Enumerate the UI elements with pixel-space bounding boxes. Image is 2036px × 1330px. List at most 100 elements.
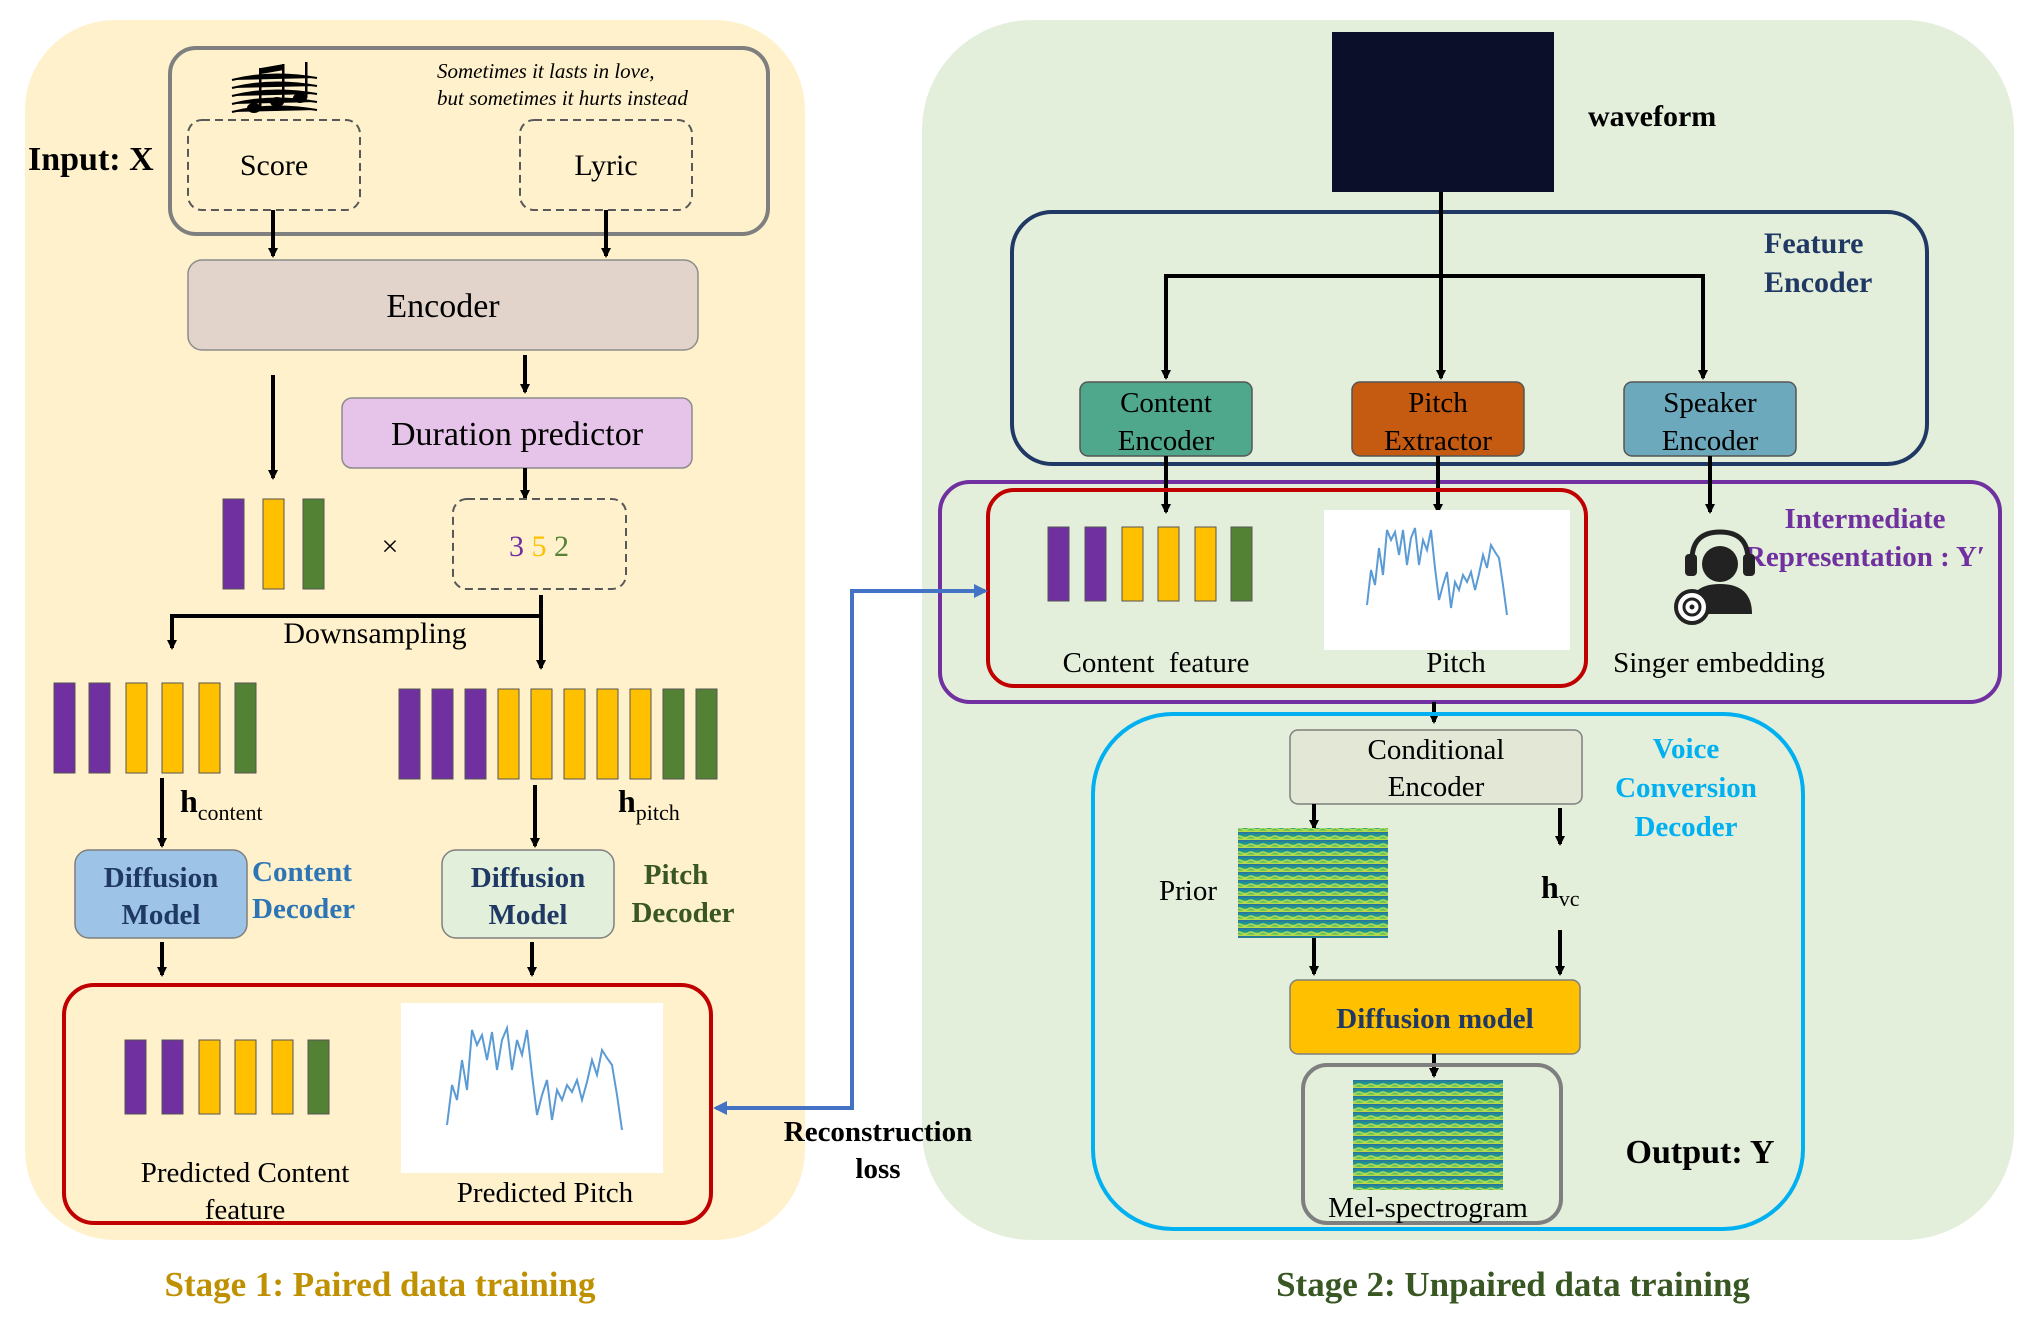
pitch-decoder-label-line2: Decoder: [631, 897, 734, 929]
intermediate-line2: Representation : Y′: [1745, 541, 1985, 573]
feature-bar: [198, 1039, 221, 1115]
pitch-label: Pitch: [1426, 647, 1486, 679]
pitch-curve-icon: [1366, 527, 1508, 616]
h-subscript: vc: [1559, 886, 1580, 911]
pitch-diffusion-model: [441, 849, 615, 939]
feature-bar: [125, 682, 148, 774]
feature-bar: [302, 498, 325, 590]
feature-bar: [88, 682, 111, 774]
score-box: [187, 119, 361, 211]
vc-decoder-box: [1091, 712, 1805, 1231]
content-diffusion-label-line2: Model: [122, 899, 201, 931]
duration-predictor-label: Duration predictor: [391, 416, 644, 453]
vc-decoder-line1: Voice: [1653, 733, 1720, 765]
reconstruction-loss-line1: Reconstruction: [784, 1116, 972, 1148]
input-label: Input: X: [28, 141, 154, 178]
conditional-encoder-line2: Encoder: [1388, 771, 1485, 803]
downsampling-line: [167, 595, 543, 650]
durations-box: [452, 498, 627, 590]
h-content-label: hcontent: [180, 783, 263, 825]
waveform-branch-right: [1441, 274, 1708, 380]
feature-bar: [398, 688, 421, 780]
feature-bar: [262, 498, 285, 590]
singer-icon: [1674, 529, 1755, 625]
reconstruction-loss-arrow: [713, 584, 988, 1115]
pitch-features: [398, 688, 718, 780]
feature-bar: [596, 688, 619, 780]
feature-bar: [497, 688, 520, 780]
feature-bar: [1157, 526, 1180, 602]
feature-bar: [234, 682, 257, 774]
feature-encoder-line2: Encoder: [1764, 266, 1872, 299]
content-decoder-label-line2: Decoder: [252, 893, 355, 925]
mel-label: Mel-spectrogram: [1328, 1192, 1528, 1224]
feature-bar: [1230, 526, 1253, 602]
pitch-extractor-line2: Extractor: [1384, 425, 1492, 457]
feature-bar: [695, 688, 718, 780]
h-symbol: h: [618, 783, 636, 819]
feature-bar: [161, 682, 184, 774]
stage1-output-box: [62, 983, 713, 1225]
singer-embedding-label: Singer embedding: [1613, 647, 1825, 679]
h-subscript: pitch: [636, 800, 680, 825]
h-vc-label: hvc: [1541, 869, 1580, 911]
feature-bar: [198, 682, 221, 774]
feature-bar: [1084, 526, 1107, 602]
stage2-caption: Stage 2: Unpaired data training: [1276, 1265, 1750, 1304]
intermediate-features-box: [986, 488, 1588, 688]
content-diffusion-model: [74, 849, 248, 939]
lyric-label: Lyric: [574, 149, 637, 182]
conditional-encoder-box: [1289, 729, 1583, 805]
pitch-diffusion-label-line2: Model: [489, 899, 568, 931]
reconstruction-loss-line2: loss: [855, 1153, 900, 1185]
pitch-extractor-line1: Pitch: [1408, 387, 1468, 419]
intermediate-line1: Intermediate: [1784, 503, 1945, 535]
predicted-content-line2: feature: [205, 1194, 286, 1226]
feature-bar: [662, 688, 685, 780]
encoder-box: [187, 259, 699, 351]
music-notes-icon: [231, 62, 318, 113]
downsampling-label: Downsampling: [283, 617, 466, 650]
content-encoder-line1: Content: [1120, 387, 1212, 419]
spectrogram-icon: [1353, 1080, 1503, 1190]
h-symbol: h: [180, 783, 198, 819]
duration-value: 5: [532, 530, 547, 563]
input-box: [168, 46, 770, 236]
feature-encoder-line1: Feature: [1764, 227, 1863, 260]
h-pitch-label: hpitch: [618, 783, 680, 825]
waveform-branch-left: [1161, 274, 1441, 380]
duration-value: 2: [554, 530, 569, 563]
lyric-text-line2: but sometimes it hurts instead: [437, 86, 688, 110]
content-decoder-label-line1: Content: [252, 856, 352, 888]
h-symbol: h: [1541, 869, 1559, 905]
waveform-shape: [1342, 60, 1544, 160]
durations-values: 3 5 2: [509, 530, 569, 563]
waveform-label: waveform: [1588, 100, 1716, 133]
feature-encoder-box: [1010, 210, 1929, 466]
diffusion-model-label: Diffusion model: [1336, 1003, 1533, 1035]
feature-bar: [307, 1039, 330, 1115]
feature-bar: [222, 498, 245, 590]
pitch-curve-icon: [446, 1024, 623, 1131]
output-label: Output: Y: [1626, 1134, 1775, 1171]
content-features: [53, 682, 257, 774]
pitch-decoder-label-line1: Pitch: [644, 859, 708, 891]
pitch-diffusion-label-line1: Diffusion: [471, 862, 585, 894]
prior-label: Prior: [1159, 875, 1217, 907]
content-encoder-line2: Encoder: [1118, 425, 1215, 457]
feature-bar: [234, 1039, 257, 1115]
times-symbol: ×: [382, 530, 399, 563]
duration-predictor-box: [341, 397, 693, 469]
content-diffusion-label-line1: Diffusion: [104, 862, 218, 894]
lyric-box: [519, 119, 693, 211]
stage1-caption: Stage 1: Paired data training: [164, 1265, 596, 1304]
h-subscript: content: [198, 800, 263, 825]
vc-decoder-line2: Conversion: [1615, 772, 1757, 804]
feature-bar: [53, 682, 76, 774]
lyric-text-line1: Sometimes it lasts in love,: [437, 59, 655, 83]
content-feature-label: Content feature: [1063, 647, 1250, 679]
vc-decoder-line3: Decoder: [1634, 811, 1737, 843]
feature-bar: [1194, 526, 1217, 602]
feature-bar: [124, 1039, 147, 1115]
